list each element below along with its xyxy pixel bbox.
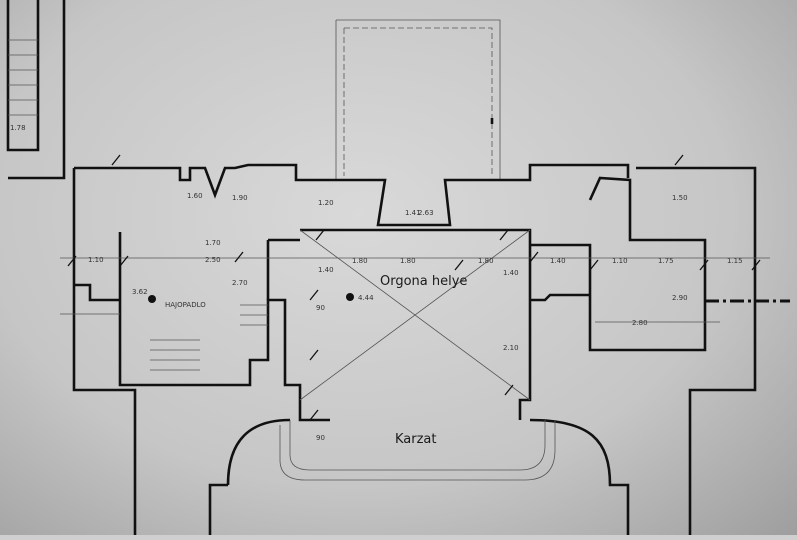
dim-label: 1.40 xyxy=(550,257,566,265)
room-label-gallery: Karzat xyxy=(395,432,437,447)
level-left: 3.62 xyxy=(132,288,148,296)
dim-label: 1.40 xyxy=(503,269,519,277)
dim-label: 90 xyxy=(316,304,325,312)
dim-label: 2.70 xyxy=(232,279,248,287)
dim-label: 1.15 xyxy=(727,257,743,265)
dim-label: 2.80 xyxy=(632,319,648,327)
dim-label: 90 xyxy=(316,434,325,442)
dim-label: 1.80 xyxy=(478,257,494,265)
level-organ: 4.44 xyxy=(358,294,374,302)
dim-label: 2.90 xyxy=(672,294,688,302)
dim-label: 2.10 xyxy=(503,344,519,352)
dim-label: 1.78 xyxy=(10,124,26,132)
level-marker-icon xyxy=(346,293,354,301)
room-label-nave: HAJOPADLO xyxy=(165,301,206,309)
dim-label: 2.63 xyxy=(418,209,434,217)
dim-label: 1.10 xyxy=(612,257,628,265)
dimension-ticks xyxy=(67,154,761,421)
dim-label: 1.70 xyxy=(205,239,221,247)
dim-label: 1.60 xyxy=(187,192,203,200)
walls xyxy=(60,163,790,535)
top-left-stair xyxy=(6,0,66,180)
level-marker-icon xyxy=(148,295,156,303)
room-label-organ: Orgona helye xyxy=(380,274,467,289)
dim-label: 1.80 xyxy=(400,257,416,265)
dim-label: 1.90 xyxy=(232,194,248,202)
dim-label: 1.75 xyxy=(658,257,674,265)
dim-label: 1.80 xyxy=(352,257,368,265)
tower-outline xyxy=(335,19,501,180)
dim-label: 1.40 xyxy=(318,266,334,274)
dim-label: 2.50 xyxy=(205,256,221,264)
dim-label: 1.41 xyxy=(405,209,421,217)
dim-label: 1.20 xyxy=(318,199,334,207)
dim-label: 1.10 xyxy=(88,256,104,264)
dim-label: 1.50 xyxy=(672,194,688,202)
